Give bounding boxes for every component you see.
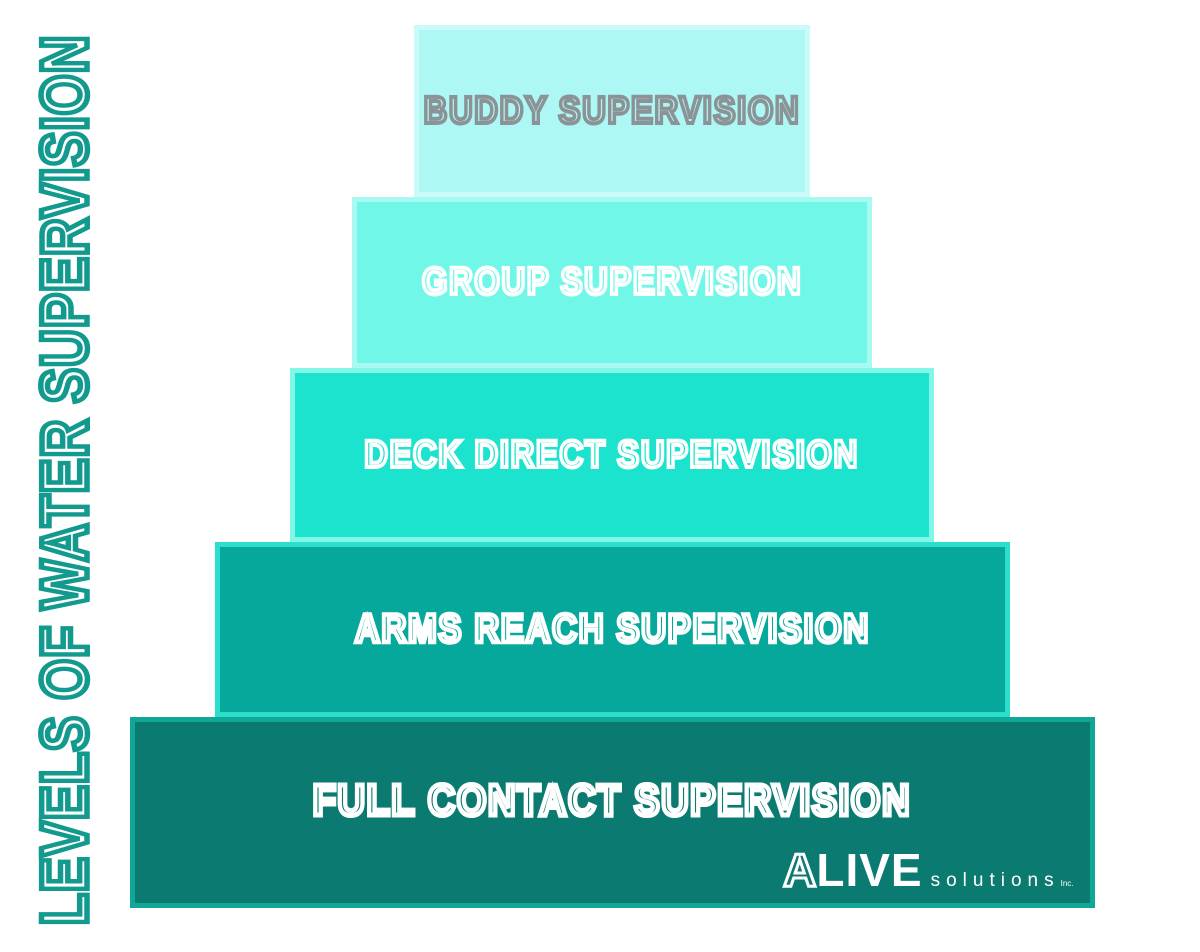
alive-solutions-logo: A LIVE solutions Inc.	[782, 844, 1074, 896]
tier-full-contact-supervision-label: FULL CONTACT SUPERVISION	[311, 773, 912, 827]
alive-logo-triangle-a: A	[782, 844, 818, 896]
tier-buddy-supervision: BUDDY SUPERVISION	[414, 25, 810, 197]
alive-logo-wordmark: LIVE	[816, 844, 923, 896]
tier-deck-direct-supervision: DECK DIRECT SUPERVISION	[290, 368, 934, 542]
tier-buddy-supervision-label: BUDDY SUPERVISION	[422, 88, 801, 134]
alive-logo-solutions-text: solutions	[930, 870, 1060, 891]
alive-logo-inc-text: Inc.	[1060, 879, 1074, 888]
tier-arms-reach-supervision-label: ARMS REACH SUPERVISION	[353, 605, 870, 654]
tier-arms-reach-supervision: ARMS REACH SUPERVISION	[214, 542, 1010, 717]
tier-group-supervision: GROUP SUPERVISION	[352, 197, 872, 368]
tier-deck-direct-supervision-label: DECK DIRECT SUPERVISION	[363, 432, 860, 478]
tier-full-contact-supervision: FULL CONTACT SUPERVISION A LIVE solution…	[129, 717, 1095, 908]
tier-group-supervision-label: GROUP SUPERVISION	[420, 259, 803, 305]
supervision-pyramid: BUDDY SUPERVISION GROUP SUPERVISION DECK…	[24, 25, 1200, 908]
